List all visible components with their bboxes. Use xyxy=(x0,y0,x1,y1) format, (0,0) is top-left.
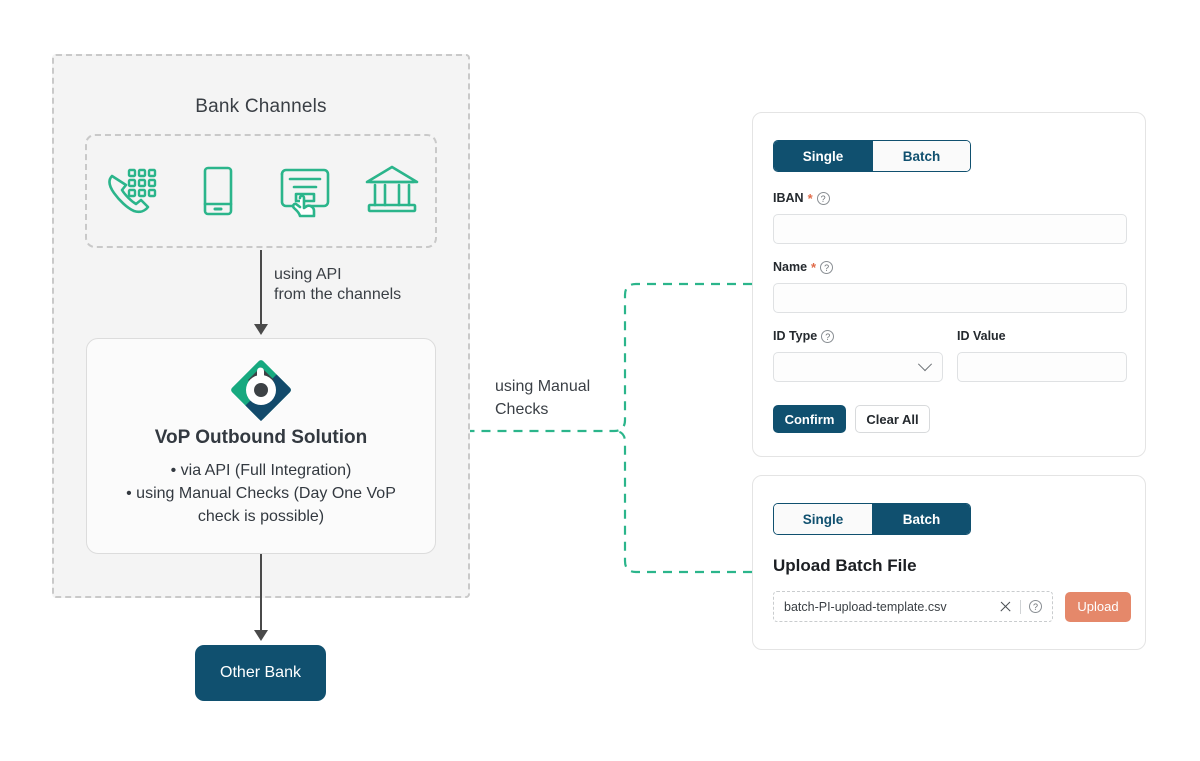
upload-batch-file-heading: Upload Batch File xyxy=(773,556,917,575)
api-arrow-label: using API from the channels xyxy=(274,266,402,303)
name-help-icon[interactable]: ? xyxy=(820,260,834,274)
batch-card-tabs[interactable]: Single Batch xyxy=(773,503,971,535)
id-value-label-text: ID Value xyxy=(957,329,1006,343)
api-arrow-head xyxy=(254,324,268,335)
manual-checks-label: using Manual Checks xyxy=(495,378,591,418)
bank-building-icon xyxy=(361,160,423,222)
name-label-text: Name xyxy=(773,260,808,274)
iban-label-text: IBAN xyxy=(773,191,804,205)
vop-outbound-solution-card: VoP Outbound Solution • via API (Full In… xyxy=(86,338,436,554)
tab-single-batchcard[interactable]: Single xyxy=(774,504,872,534)
phone-keypad-icon xyxy=(100,160,162,222)
selected-file-name: batch-PI-upload-template.csv xyxy=(784,599,947,614)
vop-brand-logo xyxy=(230,359,292,422)
vop-card-bullets: • via API (Full Integration) • using Man… xyxy=(101,459,421,528)
name-input[interactable] xyxy=(773,283,1127,313)
api-arrow-line xyxy=(260,250,262,326)
file-upload-row: batch-PI-upload-template.csv ? Upload xyxy=(773,591,1131,622)
batch-upload-card: Single Batch Upload Batch File batch-PI-… xyxy=(752,475,1146,650)
other-bank-label: Other Bank xyxy=(220,664,301,681)
id-type-label: ID Type ? xyxy=(773,329,835,343)
mobile-phone-icon xyxy=(187,160,249,222)
name-required-asterisk: * xyxy=(811,259,817,275)
zone-title: Bank Channels xyxy=(195,96,327,117)
id-value-input[interactable] xyxy=(957,352,1127,382)
vop-card-title: VoP Outbound Solution xyxy=(154,427,368,448)
other-bank-arrow-head xyxy=(254,630,268,641)
vop-bullet-2: • using Manual Checks (Day One VoP check… xyxy=(126,485,396,525)
id-type-select[interactable] xyxy=(773,352,943,382)
iban-label: IBAN * ? xyxy=(773,191,830,205)
confirm-button[interactable]: Confirm xyxy=(773,405,846,433)
iban-help-icon[interactable]: ? xyxy=(816,191,830,205)
channel-icons-group xyxy=(85,134,437,248)
iban-required-asterisk: * xyxy=(807,190,813,206)
clear-all-button[interactable]: Clear All xyxy=(855,405,930,433)
id-value-label: ID Value xyxy=(957,329,1006,343)
chip-divider xyxy=(1020,599,1021,614)
tab-single[interactable]: Single xyxy=(774,141,872,171)
other-bank-arrow-line xyxy=(260,554,262,632)
chevron-down-icon xyxy=(917,357,933,372)
vop-bullet-1: • via API (Full Integration) xyxy=(170,462,352,479)
id-type-label-text: ID Type xyxy=(773,329,818,343)
iban-input[interactable] xyxy=(773,214,1127,244)
other-bank-node: Other Bank xyxy=(195,645,326,701)
online-banking-click-icon xyxy=(274,160,336,222)
close-icon[interactable] xyxy=(999,600,1012,613)
single-check-card: Single Batch IBAN * ? Name * ? ID Type ?… xyxy=(752,112,1146,457)
id-type-help-icon[interactable]: ? xyxy=(821,329,835,343)
selected-file-chip[interactable]: batch-PI-upload-template.csv ? xyxy=(773,591,1053,622)
upload-button[interactable]: Upload xyxy=(1065,591,1131,622)
upload-help-icon[interactable]: ? xyxy=(1029,600,1042,613)
name-label: Name * ? xyxy=(773,259,834,275)
tab-batch[interactable]: Batch xyxy=(872,141,970,171)
tab-batch-batchcard[interactable]: Batch xyxy=(872,504,970,534)
single-card-tabs[interactable]: Single Batch xyxy=(773,140,971,172)
